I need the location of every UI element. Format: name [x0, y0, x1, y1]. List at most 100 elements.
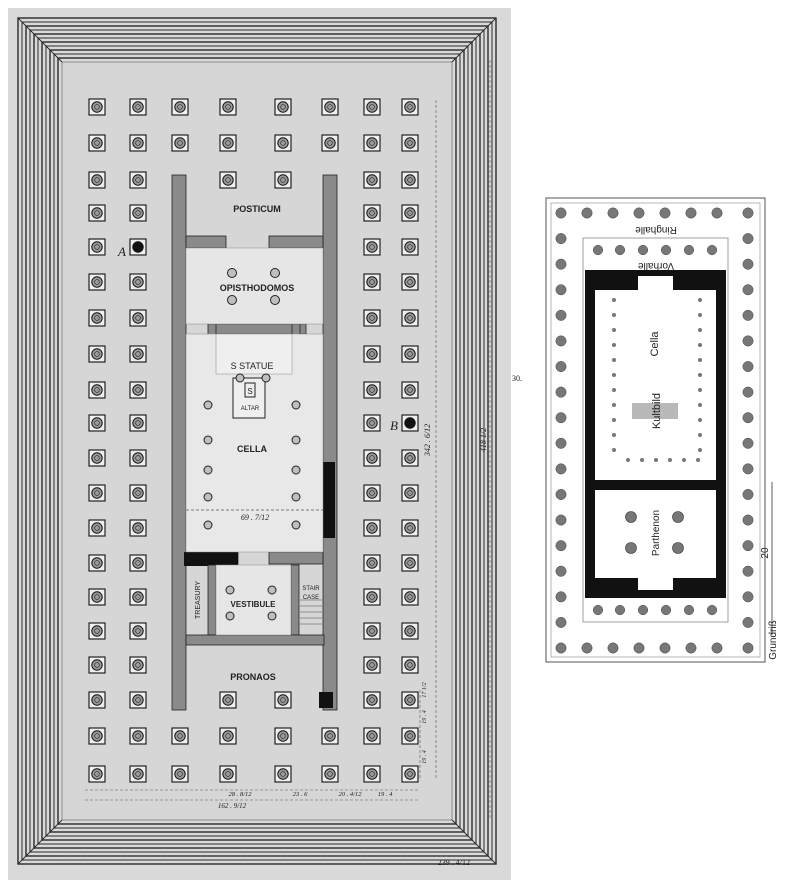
posticum-label: POSTICUM — [233, 204, 281, 214]
cella-colonnade-dot — [698, 448, 702, 452]
column-fluting — [177, 104, 183, 110]
vorhalle-column — [706, 244, 718, 256]
ringhalle-column — [555, 463, 567, 475]
column-fluting — [407, 697, 413, 703]
parthenon-columns — [625, 511, 684, 554]
vorhalle-column — [683, 244, 695, 256]
peristyle-column — [88, 345, 106, 363]
cella-colonnade-dot — [698, 403, 702, 407]
cella-colonnade-dot — [640, 458, 644, 462]
column-fluting — [369, 594, 375, 600]
ringhalle-column — [555, 386, 567, 398]
cella-colonnade-dot — [612, 373, 616, 377]
peristyle-column — [401, 381, 419, 399]
column-shaft — [366, 276, 378, 288]
column-shaft — [277, 101, 289, 113]
altar-mark-box — [244, 382, 256, 398]
column-shaft — [404, 312, 416, 324]
cella-colonnade-dot — [698, 343, 702, 347]
side-bay-1-dimension: 17 1/2 — [422, 682, 428, 697]
column-fluting — [407, 455, 413, 461]
peristyle-column — [88, 171, 106, 189]
cella-walls — [171, 174, 338, 711]
column-shaft — [91, 101, 103, 113]
cella-label-right: Cella — [649, 331, 661, 357]
column-fluting — [225, 177, 231, 183]
peristyle-column — [363, 554, 381, 572]
peristyle-column — [219, 765, 237, 783]
column-fluting — [94, 177, 100, 183]
peristyle-column — [401, 134, 419, 152]
column-shaft — [132, 417, 144, 429]
cella-colonnade-dot — [612, 388, 616, 392]
opisthodomos-column — [227, 295, 237, 305]
case-label: CASE — [303, 595, 319, 601]
peristyle-column — [129, 622, 147, 640]
vestibule-column — [267, 585, 277, 595]
pronaos-corner-black — [319, 692, 333, 708]
opisthodomos-column — [270, 295, 280, 305]
ringhalle-column — [555, 258, 567, 270]
column-fluting — [407, 351, 413, 357]
column-fluting — [407, 594, 413, 600]
column-fluting — [94, 315, 100, 321]
column-fluting — [135, 628, 141, 634]
right-parthenon-plan: Ringhalle Vorhalle Cella Kultbild Parthe… — [545, 197, 779, 663]
bay-4-dimension: 19 . 4 — [378, 791, 393, 798]
column-shaft — [91, 591, 103, 603]
column-fluting — [177, 733, 183, 739]
peristyle-column — [274, 765, 292, 783]
column-shaft — [91, 348, 103, 360]
bay-2-dimension: 23 . 6 — [293, 791, 308, 798]
column-fluting — [407, 525, 413, 531]
column-shaft — [404, 591, 416, 603]
vorhalle-column — [614, 604, 626, 616]
column-fluting — [94, 594, 100, 600]
ringhalle-column — [742, 463, 754, 475]
left-parthenon-plan: POSTICUM OPISTHODOMOS S STATUE S ALTAR C… — [8, 8, 522, 880]
cella-room — [595, 290, 716, 480]
ringhalle-column — [633, 207, 645, 219]
ringhalle-column — [581, 207, 593, 219]
column-a-label: A — [117, 244, 126, 259]
peristyle-column — [274, 691, 292, 709]
peristyle-column — [129, 519, 147, 537]
column-fluting — [407, 662, 413, 668]
cella-column — [203, 520, 213, 530]
column-fluting — [369, 455, 375, 461]
column-shaft — [404, 207, 416, 219]
ringhalle-column — [555, 616, 567, 628]
column-shaft — [366, 348, 378, 360]
ringhalle-column — [659, 642, 671, 654]
cella-column — [203, 400, 213, 410]
column-shaft — [91, 241, 103, 253]
column-shaft — [132, 174, 144, 186]
peristyle-column — [219, 134, 237, 152]
vestibule-label: VESTIBULE — [231, 600, 277, 609]
column-shaft — [404, 452, 416, 464]
column-shaft — [222, 101, 234, 113]
peristyle-column — [219, 727, 237, 745]
ringhalle-column — [607, 642, 619, 654]
cella-label: CELLA — [237, 444, 267, 454]
column-fluting — [177, 140, 183, 146]
vorhalle-outline — [582, 237, 729, 623]
peristyle-column — [363, 588, 381, 606]
vorhalle-column — [660, 604, 672, 616]
grundriss-label: Grundriß — [768, 620, 779, 659]
ringhalle-column — [685, 207, 697, 219]
vorhalle-column — [592, 244, 604, 256]
cella-colonnade-dot — [626, 458, 630, 462]
ringhalle-column — [742, 258, 754, 270]
peristyle-column — [363, 204, 381, 222]
stair-label: STAIR — [302, 586, 320, 592]
ringhalle-column — [555, 489, 567, 500]
column-shaft — [324, 101, 336, 113]
cella-colonnade-dot — [612, 313, 616, 317]
column-fluting — [280, 104, 286, 110]
column-fluting — [369, 733, 375, 739]
column-shaft — [366, 174, 378, 186]
peristyle-column — [363, 134, 381, 152]
peristyle-column — [363, 765, 381, 783]
ringhalle-column — [555, 591, 567, 603]
